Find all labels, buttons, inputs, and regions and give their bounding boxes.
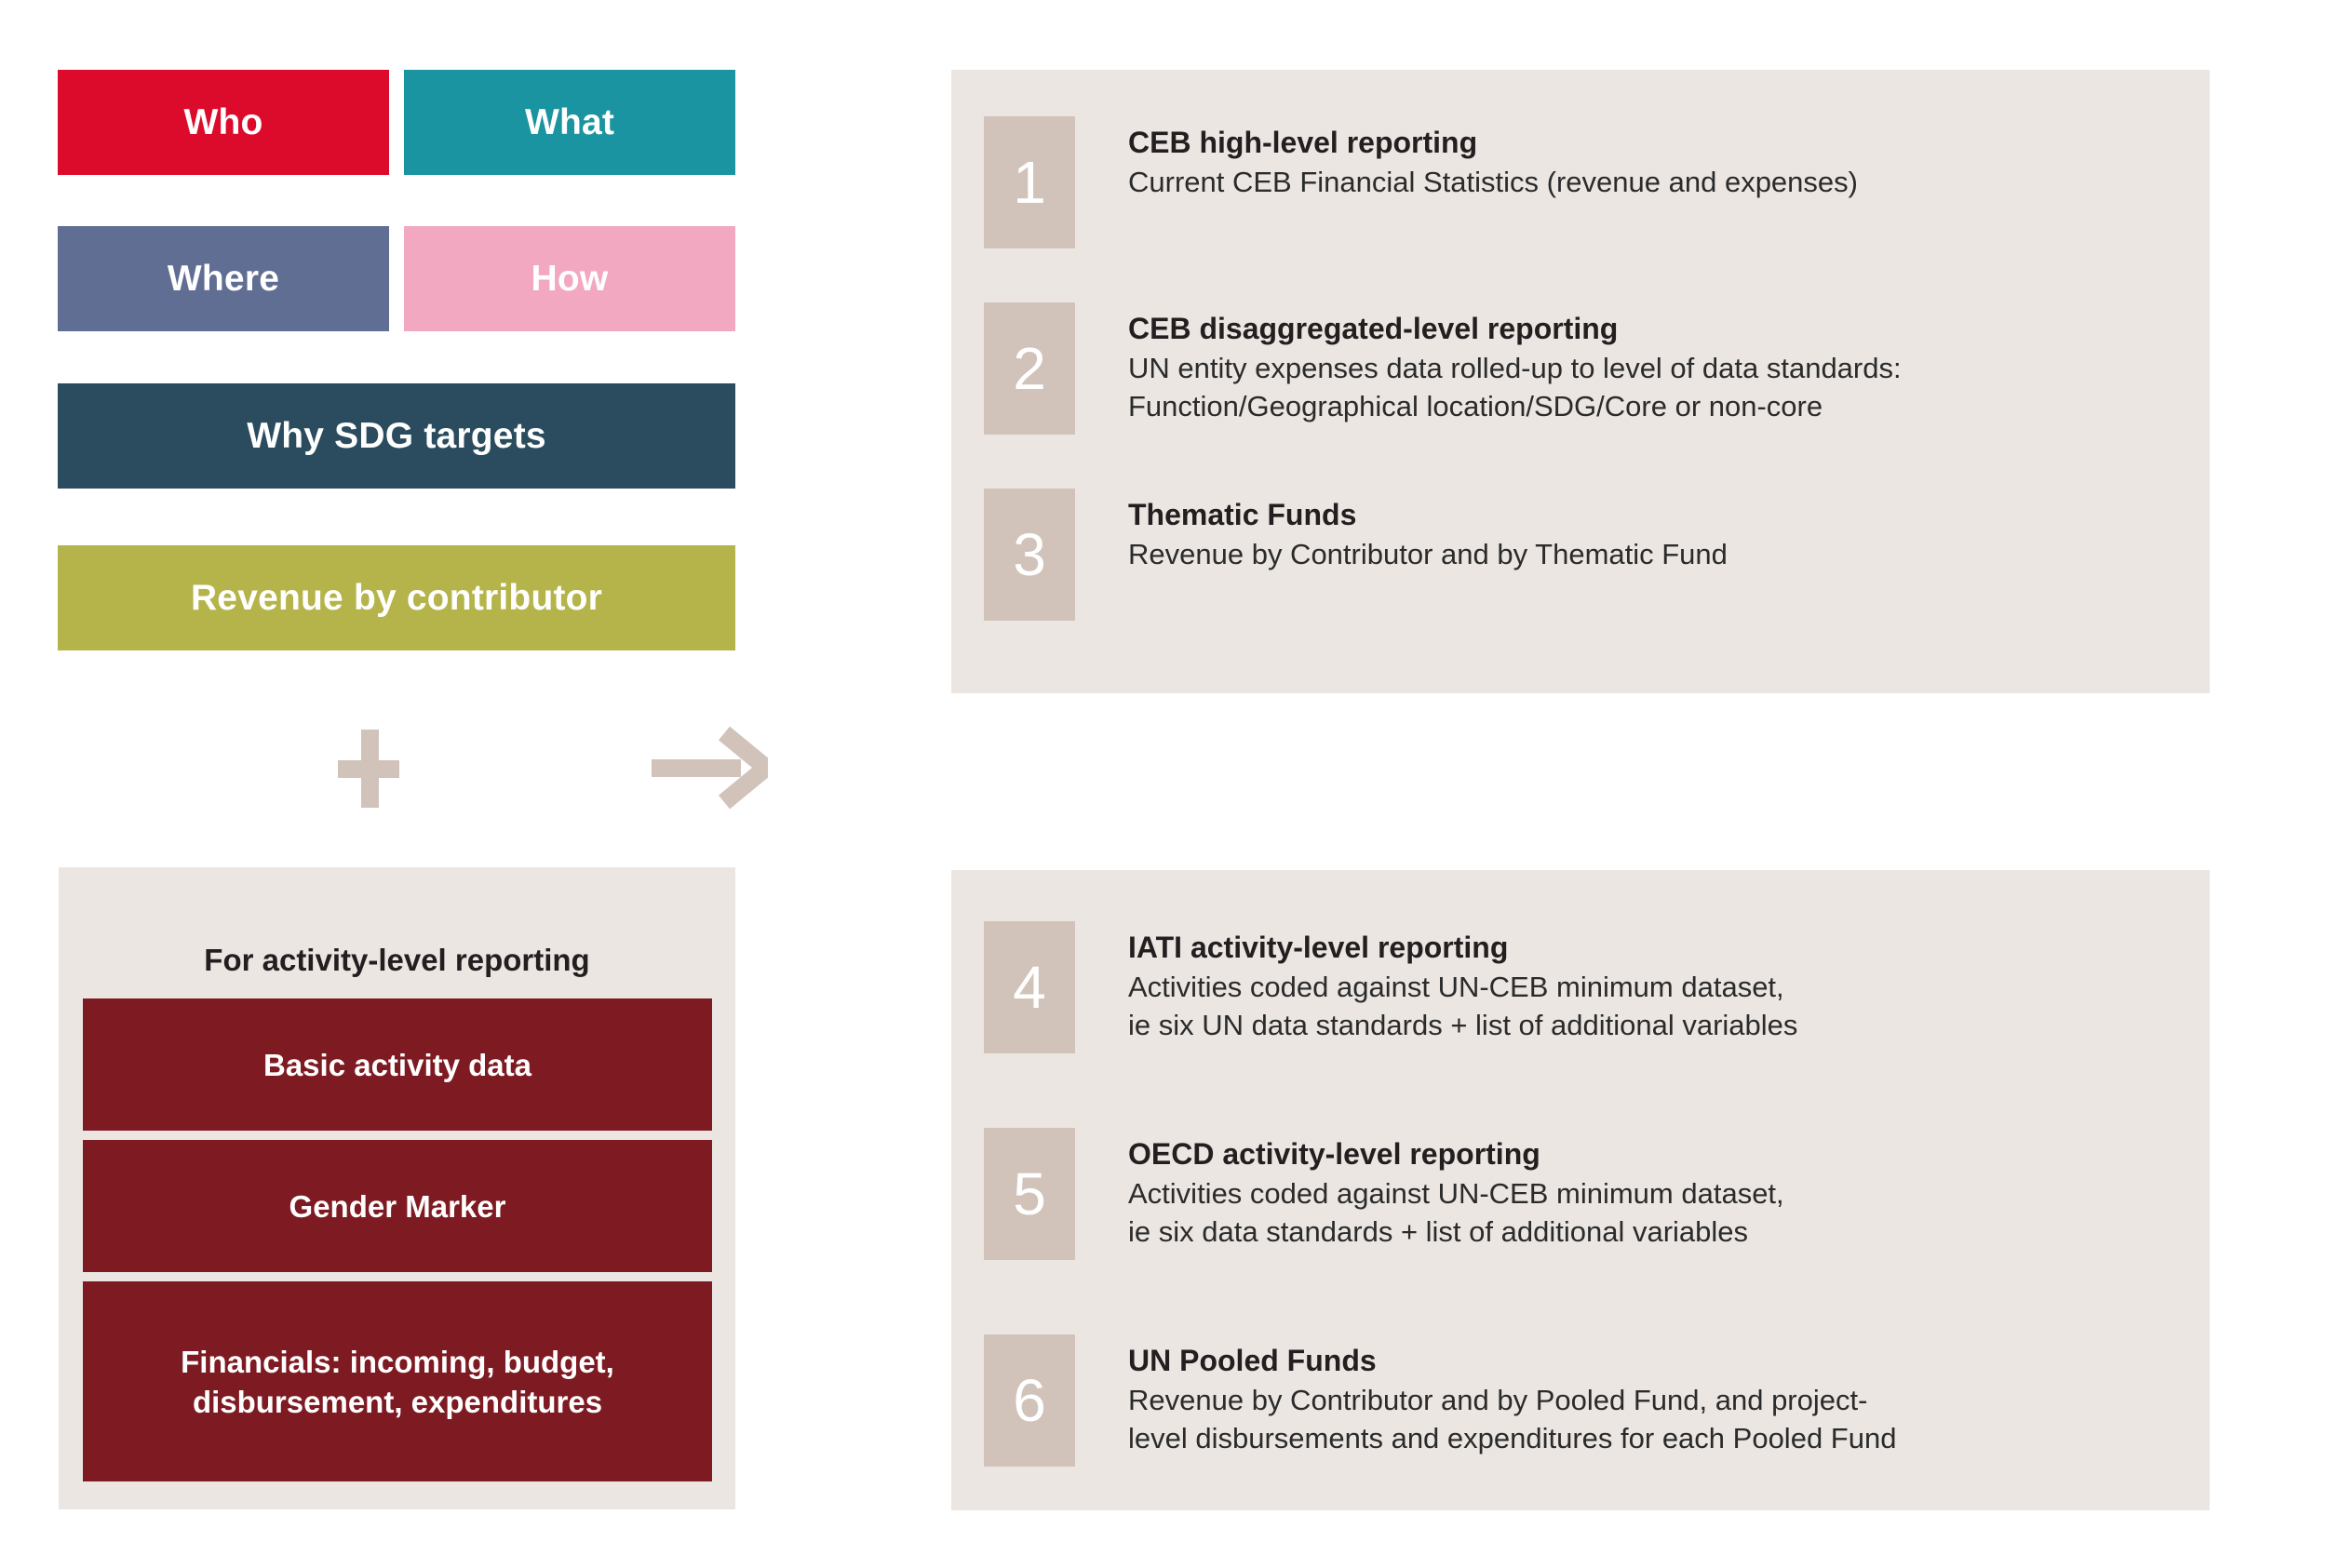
activity-block-basic-activity-data: Basic activity data	[83, 998, 712, 1131]
reporting-panel-bottom	[951, 870, 2210, 1510]
reporting-item-5-title: OECD activity-level reporting	[1128, 1137, 1540, 1171]
reporting-item-1-description: Current CEB Financial Statistics (revenu…	[1128, 166, 1858, 198]
reporting-item-2-description: UN entity expenses data rolled-up to lev…	[1128, 352, 1902, 422]
dimension-block-what: What	[404, 70, 735, 175]
reporting-item-3-number: 3	[984, 489, 1075, 621]
reporting-item-4-title: IATI activity-level reporting	[1128, 931, 1509, 964]
reporting-item-4-text: IATI activity-level reporting Activities…	[1128, 921, 1797, 1044]
reporting-item-4-description: Activities coded against UN-CEB minimum …	[1128, 971, 1798, 1041]
activity-inputs-heading: For activity-level reporting	[204, 943, 590, 977]
reporting-item-1-number: 1	[984, 116, 1075, 248]
dimension-block-where: Where	[58, 226, 389, 331]
plus-icon-horizontal-bar	[338, 760, 399, 778]
reporting-item-6-number: 6	[984, 1334, 1075, 1467]
dimension-block-revenue-by-contributor: Revenue by contributor	[58, 545, 735, 650]
dimension-block-who: Who	[58, 70, 389, 175]
reporting-item-5: 5 OECD activity-level reporting Activiti…	[984, 1128, 1784, 1260]
reporting-item-3-description: Revenue by Contributor and by Thematic F…	[1128, 538, 1728, 570]
reporting-item-2-title: CEB disaggregated-level reporting	[1128, 312, 1619, 345]
reporting-item-3: 3 Thematic Funds Revenue by Contributor …	[984, 489, 1728, 621]
reporting-item-1: 1 CEB high-level reporting Current CEB F…	[984, 116, 1858, 248]
reporting-item-5-text: OECD activity-level reporting Activities…	[1128, 1128, 1784, 1251]
arrow-right-icon	[652, 726, 780, 810]
reporting-item-6-text: UN Pooled Funds Revenue by Contributor a…	[1128, 1334, 1896, 1457]
reporting-item-2: 2 CEB disaggregated-level reporting UN e…	[984, 302, 1902, 435]
reporting-item-2-text: CEB disaggregated-level reporting UN ent…	[1128, 302, 1902, 425]
reporting-panel-top	[951, 70, 2210, 693]
reporting-item-6-description: Revenue by Contributor and by Pooled Fun…	[1128, 1384, 1897, 1454]
activity-block-gender-marker: Gender Marker	[83, 1140, 712, 1272]
reporting-item-2-number: 2	[984, 302, 1075, 435]
reporting-item-6-title: UN Pooled Funds	[1128, 1344, 1377, 1377]
reporting-item-5-number: 5	[984, 1128, 1075, 1260]
reporting-item-1-title: CEB high-level reporting	[1128, 126, 1478, 159]
reporting-item-6: 6 UN Pooled Funds Revenue by Contributor…	[984, 1334, 1896, 1467]
reporting-item-4: 4 IATI activity-level reporting Activiti…	[984, 921, 1797, 1053]
reporting-item-4-number: 4	[984, 921, 1075, 1053]
dimension-block-how: How	[404, 226, 735, 331]
reporting-item-3-text: Thematic Funds Revenue by Contributor an…	[1128, 489, 1728, 573]
reporting-item-3-title: Thematic Funds	[1128, 498, 1357, 531]
plus-icon	[338, 730, 399, 808]
reporting-item-1-text: CEB high-level reporting Current CEB Fin…	[1128, 116, 1858, 201]
dimension-block-why-sdg-targets: Why SDG targets	[58, 383, 735, 489]
reporting-item-5-description: Activities coded against UN-CEB minimum …	[1128, 1177, 1784, 1248]
activity-block-financials: Financials: incoming, budget, disburseme…	[83, 1281, 712, 1481]
